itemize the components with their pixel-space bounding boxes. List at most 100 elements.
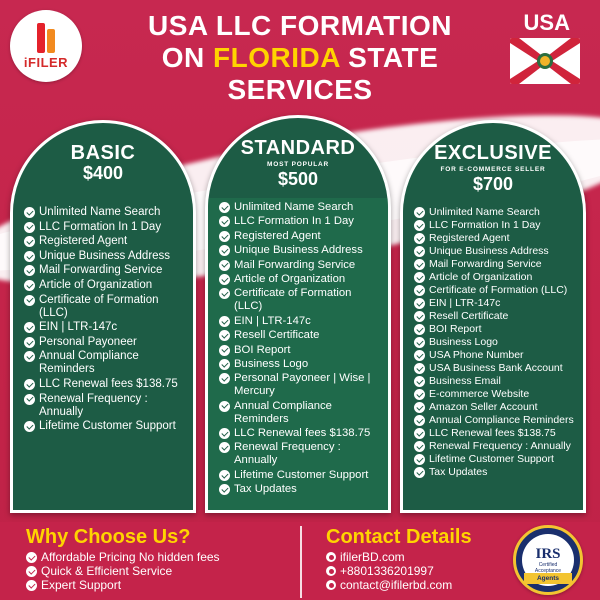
contact-item-phone[interactable]: +8801336201997 — [326, 564, 452, 578]
footer-bar — [0, 522, 600, 600]
contact-website-link[interactable]: ifilerBD.com — [340, 550, 405, 564]
feature-text: Personal Payoneer — [39, 335, 137, 348]
feature-item: Personal Payoneer | Wise | Mercury — [219, 372, 382, 398]
check-icon — [414, 402, 425, 413]
feature-item: Renewal Frequency : Annually — [24, 393, 187, 419]
feature-item: Lifetime Customer Support — [24, 420, 187, 433]
check-icon — [219, 344, 230, 356]
check-icon — [414, 311, 425, 322]
brand-logo[interactable]: iFILER — [10, 10, 82, 82]
plan-card-standard[interactable]: STANDARD MOST POPULAR $500 Unlimited Nam… — [205, 115, 391, 513]
feature-text: EIN | LTR-147c — [429, 297, 501, 309]
contact-title: Contact Details — [326, 526, 472, 548]
check-icon — [414, 324, 425, 335]
feature-item: E-commerce Website — [414, 388, 577, 400]
feature-item: BOI Report — [414, 323, 577, 335]
feature-item: Lifetime Customer Support — [219, 469, 382, 482]
feature-text: EIN | LTR-147c — [234, 314, 311, 327]
feature-text: Unlimited Name Search — [429, 206, 540, 218]
contact-item-website[interactable]: ifilerBD.com — [326, 550, 452, 564]
feature-item: Annual Compliance Reminders — [219, 400, 382, 426]
whatsapp-icon — [326, 566, 336, 576]
title-line-3: SERVICES — [227, 74, 373, 105]
feature-text: USA Phone Number — [429, 349, 524, 361]
florida-flag-icon — [510, 38, 580, 84]
check-icon — [414, 207, 425, 218]
feature-item: EIN | LTR-147c — [414, 297, 577, 309]
check-icon — [24, 250, 35, 262]
feature-item: Renewal Frequency : Annually — [414, 440, 577, 452]
plan-subtitle: MOST POPULAR — [267, 161, 329, 168]
check-icon — [219, 315, 230, 327]
feature-item: Amazon Seller Account — [414, 401, 577, 413]
feature-item: Unlimited Name Search — [24, 206, 187, 219]
feature-item: USA Business Bank Account — [414, 362, 577, 374]
contact-item-email[interactable]: contact@ifilerbd.com — [326, 578, 452, 592]
check-icon — [219, 230, 230, 242]
feature-text: Tax Updates — [234, 483, 297, 496]
plan-header: BASIC $400 — [13, 123, 193, 195]
feature-item: Unlimited Name Search — [219, 201, 382, 214]
check-icon — [414, 220, 425, 231]
why-item-text: Affordable Pricing No hidden fees — [41, 550, 220, 564]
feature-text: Tax Updates — [429, 466, 488, 478]
feature-text: Business Email — [429, 375, 501, 387]
check-icon — [24, 207, 35, 218]
check-icon — [219, 484, 230, 496]
check-icon — [24, 279, 35, 291]
plan-subtitle: FOR E-COMMERCE SELLER — [440, 166, 546, 173]
plan-price: $400 — [82, 163, 124, 183]
check-icon — [219, 469, 230, 481]
check-icon — [24, 294, 35, 306]
feature-text: Resell Certificate — [234, 329, 320, 342]
plan-price: $700 — [472, 174, 514, 194]
feature-text: LLC Formation In 1 Day — [39, 220, 162, 233]
globe-icon — [326, 552, 336, 562]
check-icon — [414, 285, 425, 296]
feature-text: Unlimited Name Search — [234, 201, 354, 213]
plan-price: $500 — [277, 169, 319, 189]
feature-text: Unique Business Address — [39, 249, 171, 262]
contact-email-link[interactable]: contact@ifilerbd.com — [340, 578, 453, 592]
feature-item: Resell Certificate — [219, 329, 382, 342]
check-icon — [414, 389, 425, 400]
feature-item: LLC Formation In 1 Day — [24, 221, 187, 234]
feature-text: Article of Organization — [39, 278, 153, 291]
feature-text: LLC Formation In 1 Day — [429, 219, 541, 231]
plan-name: EXCLUSIVE — [434, 142, 552, 164]
why-item-text: Quick & Efficient Service — [41, 564, 173, 578]
plan-card-exclusive[interactable]: EXCLUSIVE FOR E-COMMERCE SELLER $700 Unl… — [400, 120, 586, 513]
check-icon — [24, 221, 35, 233]
feature-text: LLC Formation In 1 Day — [234, 215, 354, 228]
check-icon — [414, 350, 425, 361]
feature-text: Renewal Frequency : Annually — [234, 441, 341, 467]
check-icon — [24, 421, 35, 433]
check-icon — [219, 273, 230, 285]
title-line-2: ON FLORIDA STATE — [110, 42, 490, 74]
feature-text: Renewal Frequency : Annually — [429, 440, 571, 452]
feature-text: BOI Report — [234, 343, 291, 356]
plan-name: STANDARD — [240, 137, 356, 159]
check-icon — [26, 566, 37, 577]
feature-item: Personal Payoneer — [24, 336, 187, 349]
check-icon — [219, 330, 230, 342]
feature-item: Registered Agent — [414, 232, 577, 244]
feature-text: Annual Compliance Reminders — [39, 350, 139, 376]
feature-item: USA Phone Number — [414, 349, 577, 361]
check-icon — [219, 202, 230, 213]
feature-item: BOI Report — [219, 344, 382, 357]
title-state: STATE — [348, 42, 439, 73]
feature-text: Annual Compliance Reminders — [234, 399, 332, 425]
feature-text: LLC Renewal fees $138.75 — [429, 427, 556, 439]
check-icon — [219, 373, 230, 385]
send-icon — [326, 580, 336, 590]
feature-text: Certificate of Formation (LLC) — [429, 284, 568, 296]
feature-text: Amazon Seller Account — [429, 401, 538, 413]
feature-item: Annual Compliance Reminders — [414, 414, 577, 426]
feature-item: Resell Certificate — [414, 310, 577, 322]
logo-text: iFILER — [23, 54, 69, 70]
feature-text: Registered Agent — [39, 235, 128, 248]
contact-phone-link[interactable]: +8801336201997 — [340, 564, 434, 578]
